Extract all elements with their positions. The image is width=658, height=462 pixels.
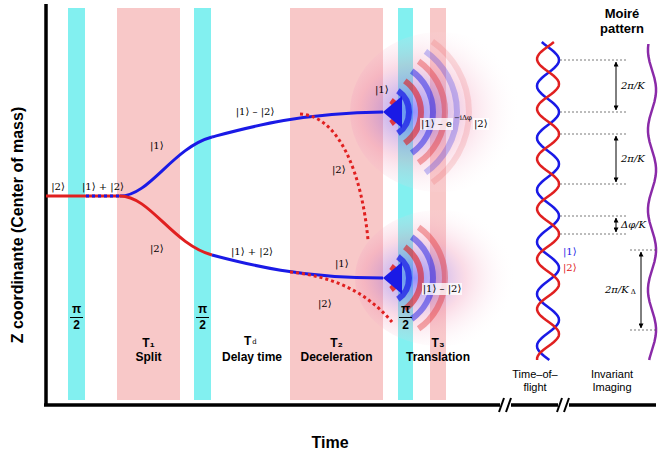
- state-label: |2⟩: [473, 118, 489, 130]
- state-label: |1⟩ + |2⟩: [231, 246, 273, 258]
- state-label: |1⟩: [563, 246, 577, 258]
- duration-symbol: T: [244, 334, 251, 348]
- pulse-area: 2: [70, 317, 83, 332]
- tof-curve: [537, 42, 559, 360]
- pulse-area: 2: [196, 317, 209, 332]
- dimension-label: Δφ/K: [620, 219, 647, 231]
- pulse-band-fill: [68, 8, 85, 400]
- phase-exponent: −iΔφ: [454, 114, 472, 122]
- wave-front: [412, 237, 433, 319]
- section-label: Invariant Imaging: [577, 368, 647, 394]
- pulse-band-fill: [194, 8, 211, 400]
- pulse-band: π2: [194, 8, 211, 400]
- wave-cone: [383, 96, 402, 128]
- pulse-area: 2: [399, 317, 412, 332]
- dimension-label: 2π/K: [620, 80, 646, 92]
- state-label: |2⟩: [51, 181, 65, 193]
- axis-break: [499, 398, 569, 412]
- stage-name: Delay time: [222, 350, 282, 364]
- dimension-subscript: Δ: [631, 288, 636, 296]
- axis-title: Time: [311, 434, 348, 452]
- pulse-band: π2: [398, 8, 413, 400]
- wave-fronts: [391, 42, 469, 329]
- pulse-area: π: [401, 302, 410, 316]
- state-label: |2⟩: [150, 243, 164, 255]
- dimension-guides: [560, 60, 656, 330]
- duration-subscript: d: [252, 338, 256, 346]
- stage-name: Split: [136, 350, 162, 364]
- duration-symbol: T₂: [330, 336, 343, 350]
- tof-curve: [537, 42, 559, 360]
- state-label: |1⟩ – |2⟩: [236, 106, 275, 118]
- section-label: Time–of–flight: [506, 368, 564, 394]
- stage-name: Deceleration: [300, 350, 372, 364]
- axis-title: Z coordinante (Center of mass): [9, 107, 27, 343]
- pulse-area: π: [198, 302, 207, 316]
- wave-front: [419, 61, 445, 163]
- state-label: |1⟩: [335, 258, 349, 270]
- state-label: |1⟩: [150, 140, 164, 152]
- stage-name: Translation: [406, 350, 470, 364]
- dimension-label: 2π/K: [604, 284, 630, 296]
- state-label: |2⟩: [563, 262, 577, 274]
- pulse-area: π: [72, 302, 81, 316]
- state-label: |1⟩: [375, 84, 389, 96]
- trajectories: [46, 112, 392, 322]
- moire-curve: [648, 44, 656, 360]
- wave-front: [405, 247, 421, 309]
- state-label: |1⟩ + |2⟩: [82, 181, 124, 193]
- pulse-band-fill: [117, 8, 180, 400]
- stage-band: T₂Deceleration: [290, 8, 383, 400]
- state-label: |1⟩ – |2⟩: [422, 283, 463, 295]
- wave-cone: [383, 262, 402, 294]
- wave-front: [425, 51, 457, 172]
- state-label: |2⟩: [318, 298, 332, 310]
- wave-front: [432, 42, 469, 183]
- duration-symbol: T₃: [432, 336, 445, 350]
- pulse-band: π2: [68, 8, 85, 400]
- state-label: |1⟩ – e: [420, 118, 453, 130]
- wave-front: [419, 227, 445, 329]
- wave-front: [412, 71, 433, 153]
- axes: [44, 4, 656, 406]
- duration-symbol: T₁: [142, 336, 154, 350]
- state-label: |2⟩: [332, 164, 346, 176]
- panel-title: Moiré pattern: [587, 6, 657, 36]
- dimension-label: 2π/K: [620, 153, 646, 165]
- wave-front: [405, 81, 421, 143]
- stage-band: T₃Translation: [430, 8, 446, 400]
- stage-band: T₁Split: [117, 8, 180, 400]
